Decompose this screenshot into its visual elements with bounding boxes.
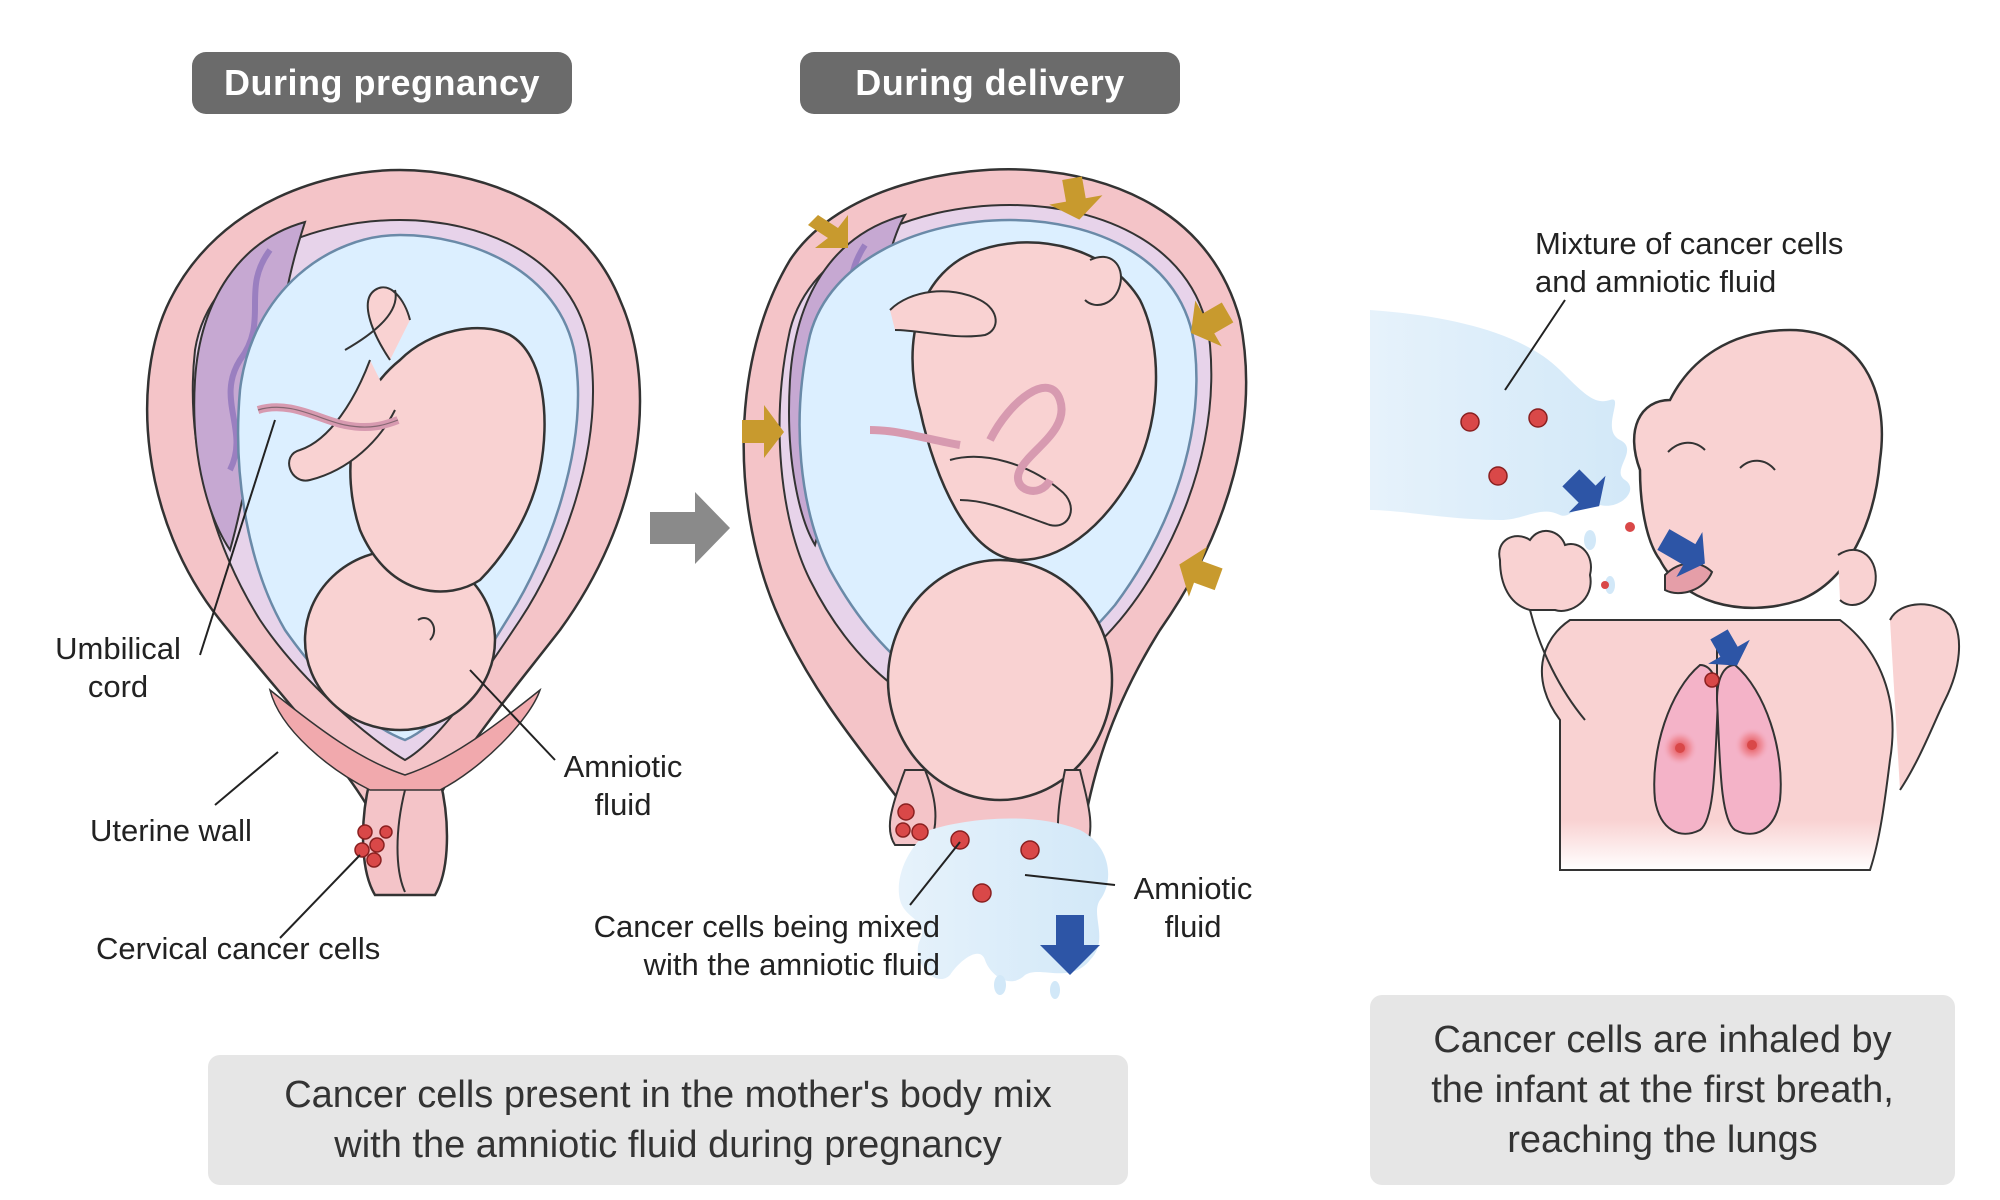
label-umbilical-cord-line2: cord	[87, 669, 149, 704]
label-amniotic-fluid-1-line2: fluid	[594, 787, 652, 822]
label-uterine-wall: Uterine wall	[90, 813, 252, 848]
caption-right-line2: the infant at the first breath,	[1431, 1069, 1894, 1111]
caption-left: Cancer cells present in the mother's bod…	[208, 1055, 1128, 1185]
caption-left-line2: with the amniotic fluid during pregnancy	[334, 1124, 1002, 1166]
inhaled-cancer-cells	[1460, 408, 1635, 589]
label-amniotic-fluid-1: Amniotic fluid	[548, 748, 698, 824]
label-cancer-cells-mixing: Cancer cells being mixed with the amniot…	[520, 908, 940, 984]
label-cervical-cancer-cells: Cervical cancer cells	[96, 931, 381, 966]
label-umbilical-cord-line1: Umbilical	[55, 631, 181, 666]
caption-right-line3: reaching the lungs	[1507, 1119, 1818, 1161]
cervical-cancer-cells	[354, 824, 393, 868]
label-mixture-line2: and amniotic fluid	[1535, 264, 1777, 299]
fetus-pregnancy	[256, 286, 546, 732]
label-amniotic-fluid-2: Amniotic fluid	[1118, 870, 1268, 946]
caption-left-line1: Cancer cells present in the mother's bod…	[284, 1074, 1052, 1116]
uterus-delivery	[742, 168, 1248, 999]
label-mixing-line1: Cancer cells being mixed	[593, 909, 940, 944]
header-during-delivery: During delivery	[800, 52, 1180, 114]
label-mixing-line2: with the amniotic fluid	[643, 947, 940, 982]
label-mixture: Mixture of cancer cells and amniotic flu…	[1535, 225, 1843, 301]
transition-arrow	[650, 492, 730, 564]
caption-right-line1: Cancer cells are inhaled by	[1433, 1019, 1892, 1061]
label-amniotic-fluid-2-line2: fluid	[1164, 909, 1222, 944]
infant	[1370, 299, 1961, 871]
header-during-pregnancy: During pregnancy	[192, 52, 572, 114]
fluid-down-arrow	[1040, 915, 1100, 975]
label-umbilical-cord: Umbilical cord	[38, 630, 198, 706]
contraction-arrows	[742, 176, 1234, 597]
delivery-cancer-cells	[895, 803, 1040, 903]
fetus-delivery	[869, 241, 1158, 802]
label-amniotic-fluid-1-line1: Amniotic	[563, 749, 683, 784]
uterus-pregnancy	[145, 168, 642, 939]
label-amniotic-fluid-2-line1: Amniotic	[1133, 871, 1253, 906]
caption-right: Cancer cells are inhaled by the infant a…	[1370, 995, 1955, 1185]
label-mixture-line1: Mixture of cancer cells	[1535, 226, 1844, 261]
